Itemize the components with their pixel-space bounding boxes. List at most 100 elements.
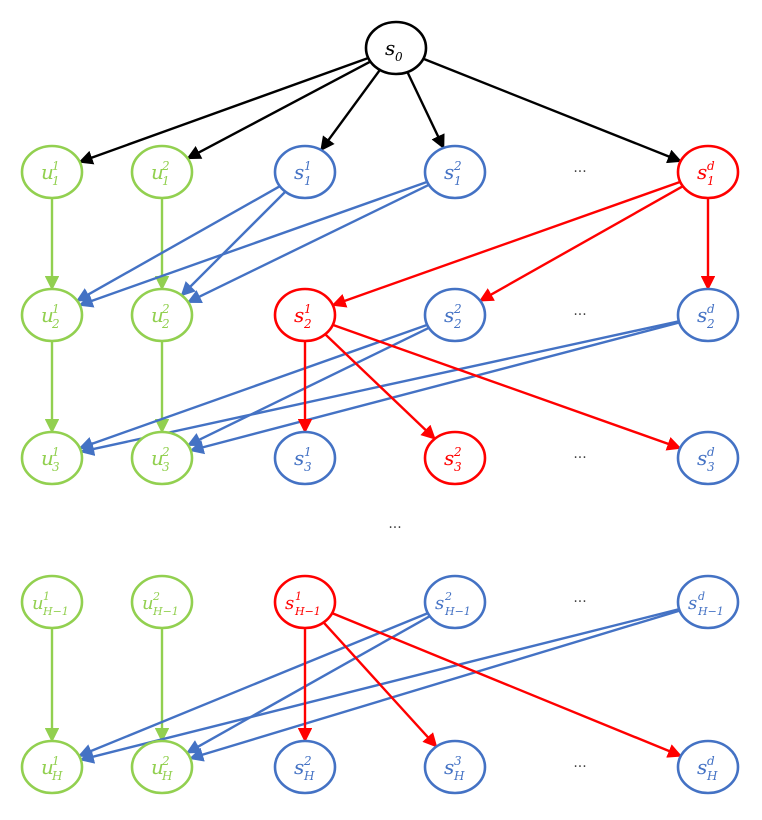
node-circle (130, 574, 194, 630)
node-superscript: 1 (52, 754, 60, 768)
node-circle (130, 430, 194, 486)
node-superscript: 2 (161, 754, 170, 768)
node-uH_2: u2H (130, 739, 194, 795)
node-subscript: H (453, 769, 465, 783)
node-base-symbol: u (41, 755, 54, 779)
node-subscript: H−1 (152, 605, 179, 618)
node-base-symbol: s (294, 446, 304, 470)
node-base-symbol: s (294, 303, 304, 327)
node-superscript: 2 (161, 159, 170, 173)
edge-s1_d-to-s2_2 (478, 185, 684, 302)
node-superscript: d (707, 754, 715, 768)
node-base-symbol: s (444, 446, 454, 470)
edge-s1_1-to-u2_1 (75, 185, 281, 302)
edge-s1_2-to-u2_1 (78, 180, 428, 308)
node-base-symbol: s (688, 593, 697, 614)
node-superscript: 2 (161, 445, 170, 459)
node-subscript: 0 (395, 50, 403, 64)
node-subscript: 2 (706, 317, 715, 331)
node-circle (20, 739, 84, 795)
node-u2_2: u22 (130, 287, 194, 343)
node-subscript: H (51, 769, 63, 783)
node-superscript: 2 (444, 590, 452, 603)
edge-s2_d-to-u3_2 (189, 321, 680, 455)
node-superscript: 1 (52, 159, 60, 173)
edge-sH1_1-to-sH_d (331, 611, 683, 758)
node-superscript: 1 (52, 302, 60, 316)
node-superscript: 2 (453, 445, 462, 459)
node-base-symbol: s (444, 160, 454, 184)
node-superscript: d (707, 445, 715, 459)
node-superscript: 1 (295, 590, 302, 603)
node-base-symbol: u (32, 593, 44, 614)
node-base-symbol: u (41, 303, 54, 327)
node-base-symbol: s (285, 593, 294, 614)
node-subscript: 2 (51, 317, 60, 331)
node-base-symbol: u (151, 755, 164, 779)
edge-s2_1-to-s3_d (332, 323, 682, 451)
node-base-symbol: u (151, 446, 164, 470)
ellipses: .................. (388, 160, 586, 771)
node-circle (273, 287, 337, 343)
edge-s1_1-to-u2_2 (180, 190, 287, 297)
node-superscript: 3 (454, 754, 462, 768)
node-base-symbol: s (294, 755, 304, 779)
node-circle (130, 739, 194, 795)
node-circle (364, 20, 428, 76)
node-subscript: 1 (707, 174, 715, 188)
node-base-symbol: s (697, 755, 707, 779)
edge-s2_2-to-u3_2 (186, 326, 430, 447)
node-superscript: 1 (304, 445, 312, 459)
ellipsis-row3: ... (573, 446, 586, 462)
edge-s1_d-to-s2_1 (331, 180, 681, 308)
node-subscript: 1 (454, 174, 462, 188)
edge-s0-to-u1_2 (186, 60, 371, 160)
node-base-symbol: s (444, 755, 454, 779)
node-circle (20, 144, 84, 200)
edge-sH1_d-to-uH_2 (188, 609, 681, 762)
node-base-symbol: u (41, 160, 54, 184)
node-base-symbol: u (41, 446, 54, 470)
node-superscript: d (707, 159, 715, 173)
node-circle (676, 739, 740, 795)
node-u3_1: u13 (20, 430, 84, 486)
node-subscript: 2 (453, 317, 462, 331)
node-superscript: 2 (161, 302, 170, 316)
edge-s2_1-to-s3_2 (324, 333, 436, 440)
ellipsis-row2: ... (573, 303, 586, 319)
edges (44, 56, 716, 764)
node-subscript: H−1 (697, 605, 724, 618)
ellipsis-rowH: ... (573, 755, 586, 771)
node-base-symbol: s (697, 160, 707, 184)
node-subscript: 2 (303, 317, 312, 331)
edge-s0-to-s1_1 (320, 69, 381, 152)
node-circle (676, 430, 740, 486)
node-u3_2: u23 (130, 430, 194, 486)
node-subscript: H (161, 769, 173, 783)
node-subscript: 1 (52, 174, 60, 188)
node-subscript: H−1 (42, 605, 69, 618)
ellipsis-gap: ... (388, 516, 401, 532)
node-subscript: 3 (162, 460, 170, 474)
node-circle (273, 574, 337, 630)
node-base-symbol: s (444, 303, 454, 327)
node-circle (676, 574, 740, 630)
node-circle (20, 430, 84, 486)
node-superscript: 1 (52, 445, 60, 459)
node-superscript: 1 (43, 590, 50, 603)
node-base-symbol: s (697, 446, 707, 470)
edge-s1_2-to-u2_2 (186, 183, 430, 304)
